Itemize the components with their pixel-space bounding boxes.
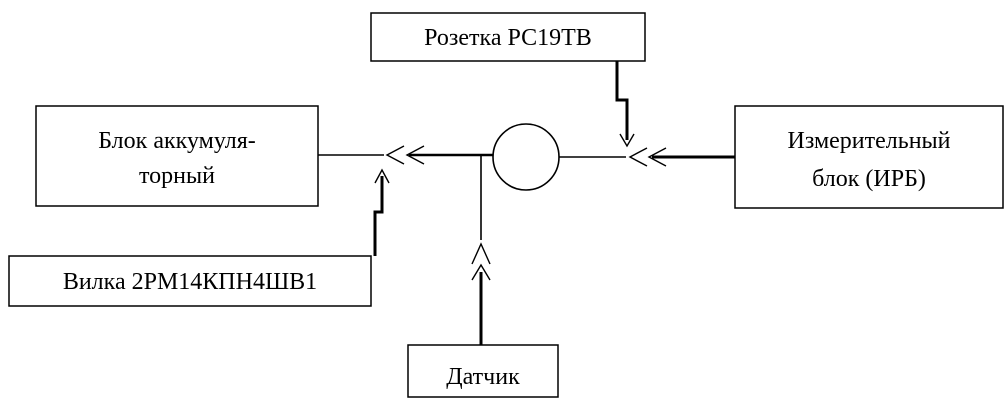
battery-label-line1: Блок аккумуля- <box>98 128 256 154</box>
left-connector-chevron-inner <box>405 145 425 165</box>
right-connector-chevron-inner <box>647 147 667 167</box>
socket-label: Розетка РС19ТВ <box>424 25 592 51</box>
plug-label: Вилка 2РМ14КПН4ШВ1 <box>63 269 317 295</box>
measuring-label-line1: Измерительный <box>787 128 950 154</box>
plug-lead <box>373 176 384 256</box>
sensor-connector-chevron-lower <box>471 263 491 281</box>
socket-lead <box>615 61 629 140</box>
plug-lead-arrow-icon <box>374 168 390 184</box>
left-connector-chevron-outer <box>385 145 405 165</box>
sensor-block <box>407 344 559 398</box>
battery-label-line2: торный <box>139 163 215 189</box>
measuring-block <box>734 105 1004 209</box>
socket-block <box>370 12 646 62</box>
socket-lead-arrow-icon <box>619 133 635 148</box>
plug-block <box>8 255 372 307</box>
junction-circle <box>492 123 560 191</box>
measuring-label-line2: блок (ИРБ) <box>812 166 926 192</box>
sensor-connector-chevron-upper <box>471 242 491 265</box>
right-connector-chevron-outer <box>628 147 648 167</box>
battery-block <box>35 105 319 207</box>
sensor-label: Датчик <box>446 364 520 390</box>
